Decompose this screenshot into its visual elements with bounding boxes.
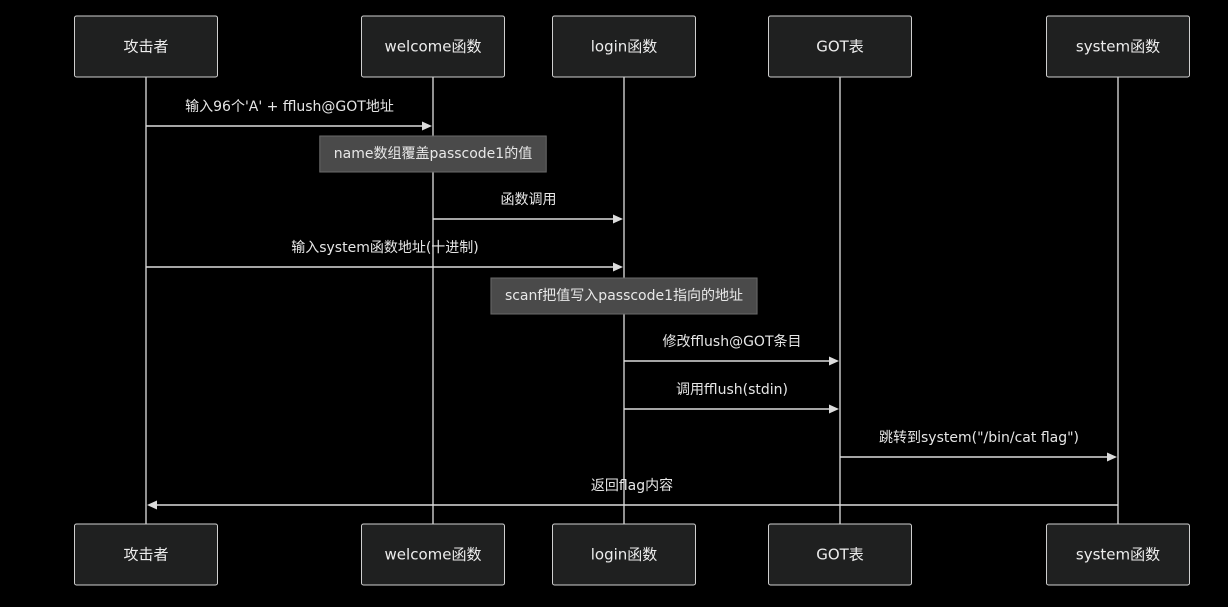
participant-label: welcome函数: [385, 38, 482, 56]
participant-system-bottom: system函数: [1046, 523, 1190, 586]
note-box: [490, 277, 758, 315]
participant-label: 攻击者: [123, 38, 168, 56]
participant-got-top: GOT表: [768, 15, 912, 78]
message-6: 跳转到system("/bin/cat flag"): [840, 430, 1117, 462]
message-4: 修改fflush@GOT条目: [624, 333, 839, 366]
message-label: 跳转到system("/bin/cat flag"): [879, 430, 1079, 446]
note-1: name数组覆盖passcode1的值: [319, 135, 547, 173]
arrowhead-icon: [829, 404, 839, 414]
arrowhead-icon: [613, 262, 623, 272]
participant-attacker-bottom: 攻击者: [74, 523, 218, 586]
participant-box: [1046, 523, 1190, 586]
participant-welcome-bottom: welcome函数: [361, 523, 505, 586]
participant-system-top: system函数: [1046, 15, 1190, 78]
message-7: 返回flag内容: [147, 477, 1118, 510]
participant-box: [552, 523, 696, 586]
participant-box: [768, 523, 912, 586]
participant-label: system函数: [1076, 38, 1160, 56]
note-2: scanf把值写入passcode1指向的地址: [490, 277, 758, 315]
participant-box: [361, 523, 505, 586]
participant-label: welcome函数: [385, 546, 482, 564]
message-label: 调用fflush(stdin): [676, 382, 788, 398]
participant-label: 攻击者: [123, 546, 168, 564]
arrowhead-icon: [1107, 452, 1117, 462]
participant-attacker-top: 攻击者: [74, 15, 218, 78]
arrowhead-icon: [613, 214, 623, 224]
message-2: 函数调用: [433, 192, 623, 224]
message-label: 返回flag内容: [591, 477, 673, 494]
message-5: 调用fflush(stdin): [624, 382, 839, 414]
arrowhead-icon: [829, 356, 839, 366]
participant-got-bottom: GOT表: [768, 523, 912, 586]
participant-label: login函数: [591, 38, 658, 56]
message-label: 输入96个'A' + fflush@GOT地址: [185, 99, 394, 115]
arrowhead-icon: [422, 121, 432, 131]
participant-welcome-top: welcome函数: [361, 15, 505, 78]
note-label: scanf把值写入passcode1指向的地址: [505, 288, 743, 304]
message-label: 输入system函数地址(十进制): [291, 240, 479, 256]
message-label: 函数调用: [501, 192, 557, 208]
participant-label: GOT表: [816, 38, 864, 56]
participant-box: [768, 15, 912, 78]
participant-box: [74, 15, 218, 78]
message-3: 输入system函数地址(十进制): [146, 240, 623, 272]
participant-label: login函数: [591, 546, 658, 564]
arrowhead-icon: [147, 500, 157, 510]
participant-box: [74, 523, 218, 586]
note-label: name数组覆盖passcode1的值: [334, 146, 532, 162]
participant-login-bottom: login函数: [552, 523, 696, 586]
participant-box: [552, 15, 696, 78]
participant-label: GOT表: [816, 546, 864, 564]
participant-box: [361, 15, 505, 78]
participant-label: system函数: [1076, 546, 1160, 564]
note-box: [319, 135, 547, 173]
message-1: 输入96个'A' + fflush@GOT地址: [146, 99, 432, 131]
participant-login-top: login函数: [552, 15, 696, 78]
participant-box: [1046, 15, 1190, 78]
message-label: 修改fflush@GOT条目: [663, 333, 802, 350]
